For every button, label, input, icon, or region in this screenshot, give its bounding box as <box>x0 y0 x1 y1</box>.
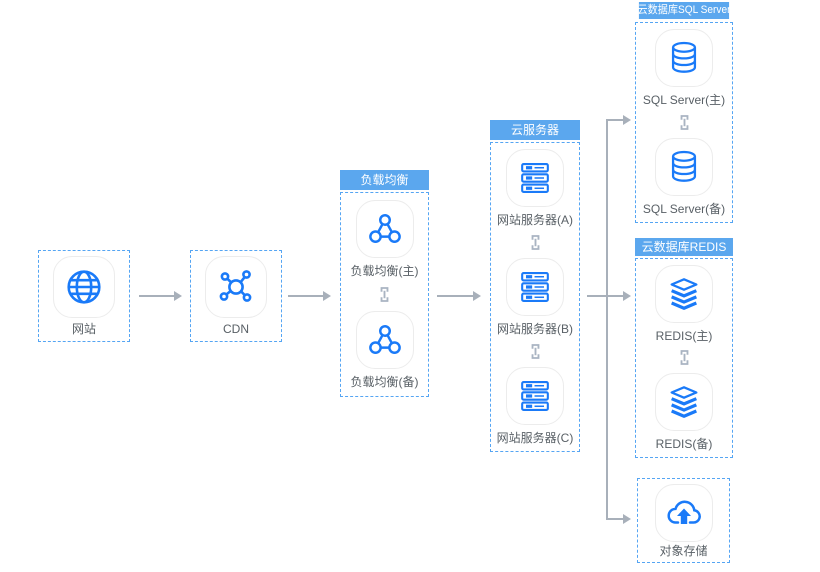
layers-icon <box>670 386 698 419</box>
redis-master-tile <box>655 264 713 323</box>
group-body: SQL Server(主) SQL Server(备) <box>635 22 733 223</box>
branch-vertical-line <box>606 119 608 520</box>
node-label: 网站 <box>71 322 96 336</box>
globe-icon <box>67 270 101 304</box>
server-icon <box>521 271 549 303</box>
cdn-tile <box>205 256 267 318</box>
database-icon <box>671 41 697 73</box>
node-label: 网站服务器(B) <box>497 322 573 336</box>
group-load-balancer: 负载均衡 负载均衡(主) <box>340 170 429 397</box>
arrow-branch-to-sqlserver <box>607 115 631 125</box>
group-sqlserver: 云数据库SQL Server SQL Server(主) <box>635 2 733 223</box>
node-label: 负载均衡(备) <box>350 375 419 390</box>
oss-tile <box>654 483 713 542</box>
arrow-ecs-to-redis <box>587 291 631 301</box>
arrow-slb-to-ecs <box>437 291 481 301</box>
database-icon <box>671 150 697 182</box>
node-label: SQL Server(主) <box>642 93 726 107</box>
arrow-website-to-cdn <box>139 291 182 301</box>
node-label: CDN <box>223 322 249 336</box>
group-body: REDIS(主) REDIS(备) <box>635 258 733 458</box>
link-icon <box>531 344 539 359</box>
link-icon <box>680 115 688 130</box>
load-balancer-icon <box>368 324 401 354</box>
node-label: 网站服务器(C) <box>496 431 574 445</box>
node-cdn: CDN <box>190 250 282 342</box>
link-icon <box>531 235 539 250</box>
server-icon <box>521 380 549 412</box>
node-label: REDIS(备) <box>655 437 713 452</box>
layers-icon <box>670 277 698 310</box>
slb-backup-tile <box>355 310 414 369</box>
sqlserver-backup-tile <box>655 138 713 196</box>
web-server-c-tile <box>506 367 564 425</box>
group-body: 负载均衡(主) 负载均衡(备) <box>340 192 429 397</box>
link-icon <box>680 350 688 366</box>
node-label: SQL Server(备) <box>642 202 726 216</box>
slb-master-tile <box>355 199 414 258</box>
node-website: 网站 <box>38 250 130 342</box>
sqlserver-master-tile <box>655 29 713 87</box>
load-balancer-icon <box>368 213 401 243</box>
cloud-upload-icon <box>666 500 701 524</box>
group-redis: 云数据库REDIS REDIS(主) <box>635 238 733 458</box>
group-title: 云数据库SQL Server <box>638 2 730 19</box>
node-label: 负载均衡(主) <box>350 264 419 279</box>
node-object-storage: 对象存储 <box>637 478 730 563</box>
arrow-branch-to-oss <box>607 514 631 524</box>
node-label: 网站服务器(A) <box>497 213 573 227</box>
group-title: 云服务器 <box>490 120 580 140</box>
group-cloud-server: 云服务器 网站服务器(A) <box>490 120 580 452</box>
website-tile <box>53 256 115 318</box>
redis-backup-tile <box>655 373 713 432</box>
group-title: 云数据库REDIS <box>635 238 733 256</box>
network-hub-icon <box>219 270 252 302</box>
node-label: 对象存储 <box>659 543 708 558</box>
web-server-b-tile <box>506 258 564 316</box>
node-label: REDIS(主) <box>655 328 713 343</box>
group-body: 网站服务器(A) 网站服务器(B) <box>490 142 580 452</box>
group-title: 负载均衡 <box>340 170 429 190</box>
server-icon <box>521 162 549 194</box>
arrow-cdn-to-slb <box>288 291 331 301</box>
link-icon <box>380 287 389 302</box>
web-server-a-tile <box>506 149 564 207</box>
